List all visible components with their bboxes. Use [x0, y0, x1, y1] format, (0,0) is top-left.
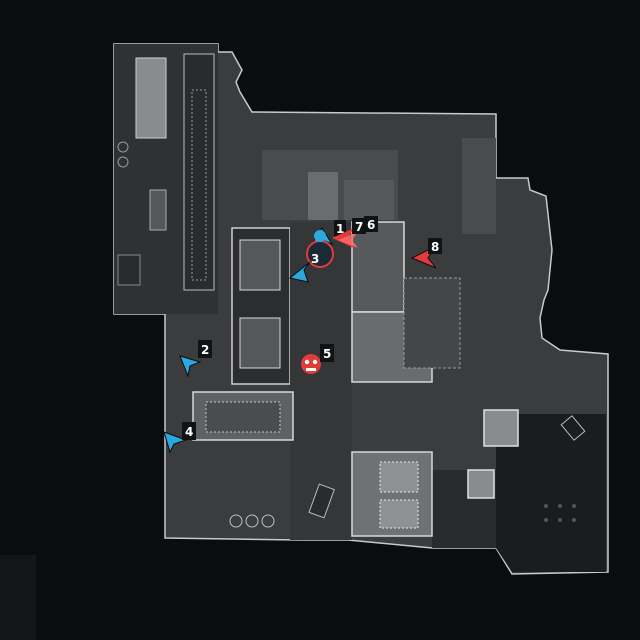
- player-head-icon: [314, 230, 326, 242]
- ship-hull: [191, 89, 207, 281]
- left-hangar-block: [135, 57, 167, 139]
- room-east: [351, 221, 405, 313]
- barrel: [245, 514, 259, 528]
- void-dots: [544, 504, 576, 522]
- barrel: [117, 141, 129, 153]
- ally-arrow-near-3[interactable]: [288, 261, 311, 283]
- marker-label: 1: [336, 222, 344, 236]
- marker-label: 3: [311, 252, 319, 266]
- grate: [205, 401, 281, 433]
- marker-label: 6: [367, 218, 375, 232]
- room: [239, 239, 281, 291]
- room-east-dashed: [403, 277, 461, 369]
- room-ne: [462, 138, 496, 234]
- crate: [149, 189, 167, 231]
- marker-label: 7: [355, 220, 363, 234]
- crate-large: [467, 469, 495, 499]
- arrow-icon: [163, 431, 188, 454]
- enemy-marker-8[interactable]: 8: [410, 238, 442, 269]
- barrel: [229, 514, 243, 528]
- crate-large: [483, 409, 519, 447]
- player-marker-3[interactable]: 3: [306, 230, 334, 268]
- enemy-marker-7[interactable]: 7: [332, 218, 366, 248]
- barrel: [261, 514, 275, 528]
- crate: [117, 254, 141, 286]
- void-region: [496, 414, 606, 572]
- arrow-icon: [338, 232, 358, 248]
- barrel: [117, 156, 129, 168]
- upper-room: [344, 180, 394, 220]
- vehicle: [308, 483, 335, 519]
- corner-panel: [0, 555, 36, 640]
- hangar-ship: [183, 53, 215, 291]
- marker-label: 5: [323, 347, 331, 361]
- enemy-marker-6[interactable]: 6: [364, 216, 378, 232]
- ally-marker-2[interactable]: 2: [179, 340, 212, 378]
- marker-label: 2: [201, 343, 209, 357]
- room-south-inner: [379, 461, 419, 493]
- dead-marker-5[interactable]: 5: [301, 344, 334, 374]
- arrow-icon: [179, 355, 202, 378]
- marker-label: 8: [431, 240, 439, 254]
- marker-label: 4: [185, 425, 193, 439]
- room: [239, 317, 281, 369]
- ally-marker-4[interactable]: 4: [163, 422, 196, 454]
- arrow-icon: [288, 261, 311, 283]
- upper-room: [308, 172, 338, 220]
- vehicle: [560, 415, 586, 441]
- room-south-inner: [379, 499, 419, 529]
